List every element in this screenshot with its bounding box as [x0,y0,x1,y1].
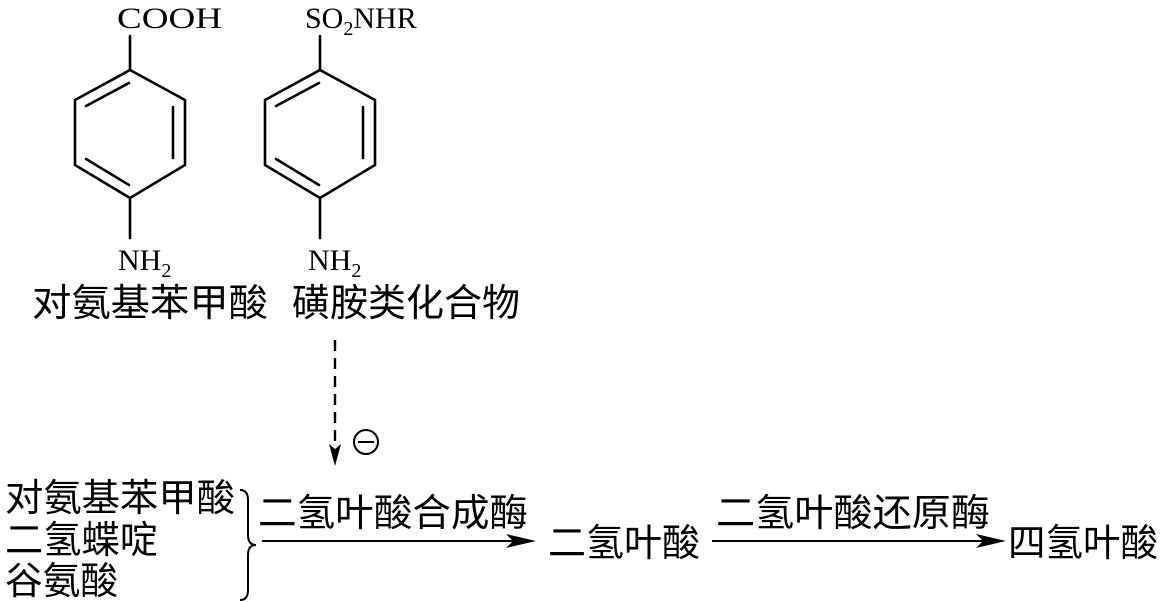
dihydrofolate-synthase-label: 二氢叶酸合成酶 [258,491,528,535]
tetrahydrofolate-label: 四氢叶酸 [1008,521,1158,565]
sulfonamide-label: 磺胺类化合物 [292,281,520,325]
substrate-dihydropteridine: 二氢蝶啶 [5,518,158,562]
carboxyl-group-label: COOH [117,2,222,35]
paba-structure: COOH NH2 对氨基苯甲酸 [32,2,268,325]
dashed-arrow-head [329,444,341,466]
ring-double-bond [84,81,131,108]
step1-reaction: 二氢叶酸合成酶 [258,491,536,548]
paba-label: 对氨基苯甲酸 [32,281,268,325]
substrate-paba: 对氨基苯甲酸 [5,476,235,520]
inhibition-arrow [329,340,379,466]
ring-double-bond [84,157,131,187]
sulfonamide-structure: SO2NHR NH2 磺胺类化合物 [263,2,520,325]
ring-double-bond [274,81,321,108]
benzene-ring [73,68,187,200]
benzene-ring [263,68,377,200]
amine-group-label: NH2 [308,244,361,282]
substrate-glutamate: 谷氨酸 [5,559,118,603]
dihydrofolate-label: 二氢叶酸 [548,521,700,565]
right-brace [239,489,257,601]
substrate-list: 对氨基苯甲酸 二氢蝶啶 谷氨酸 [5,476,257,603]
step2-reaction: 二氢叶酸还原酶 [712,491,1006,548]
inhibition-symbol-icon [353,429,379,455]
reaction-arrow-head [506,534,536,548]
reaction-arrow-head [976,534,1006,548]
amine-group-label: NH2 [118,244,171,282]
ring-double-bond [274,157,321,187]
dihydrofolate-reductase-label: 二氢叶酸还原酶 [716,491,990,535]
sulfonamide-group-label: SO2NHR [305,2,417,40]
